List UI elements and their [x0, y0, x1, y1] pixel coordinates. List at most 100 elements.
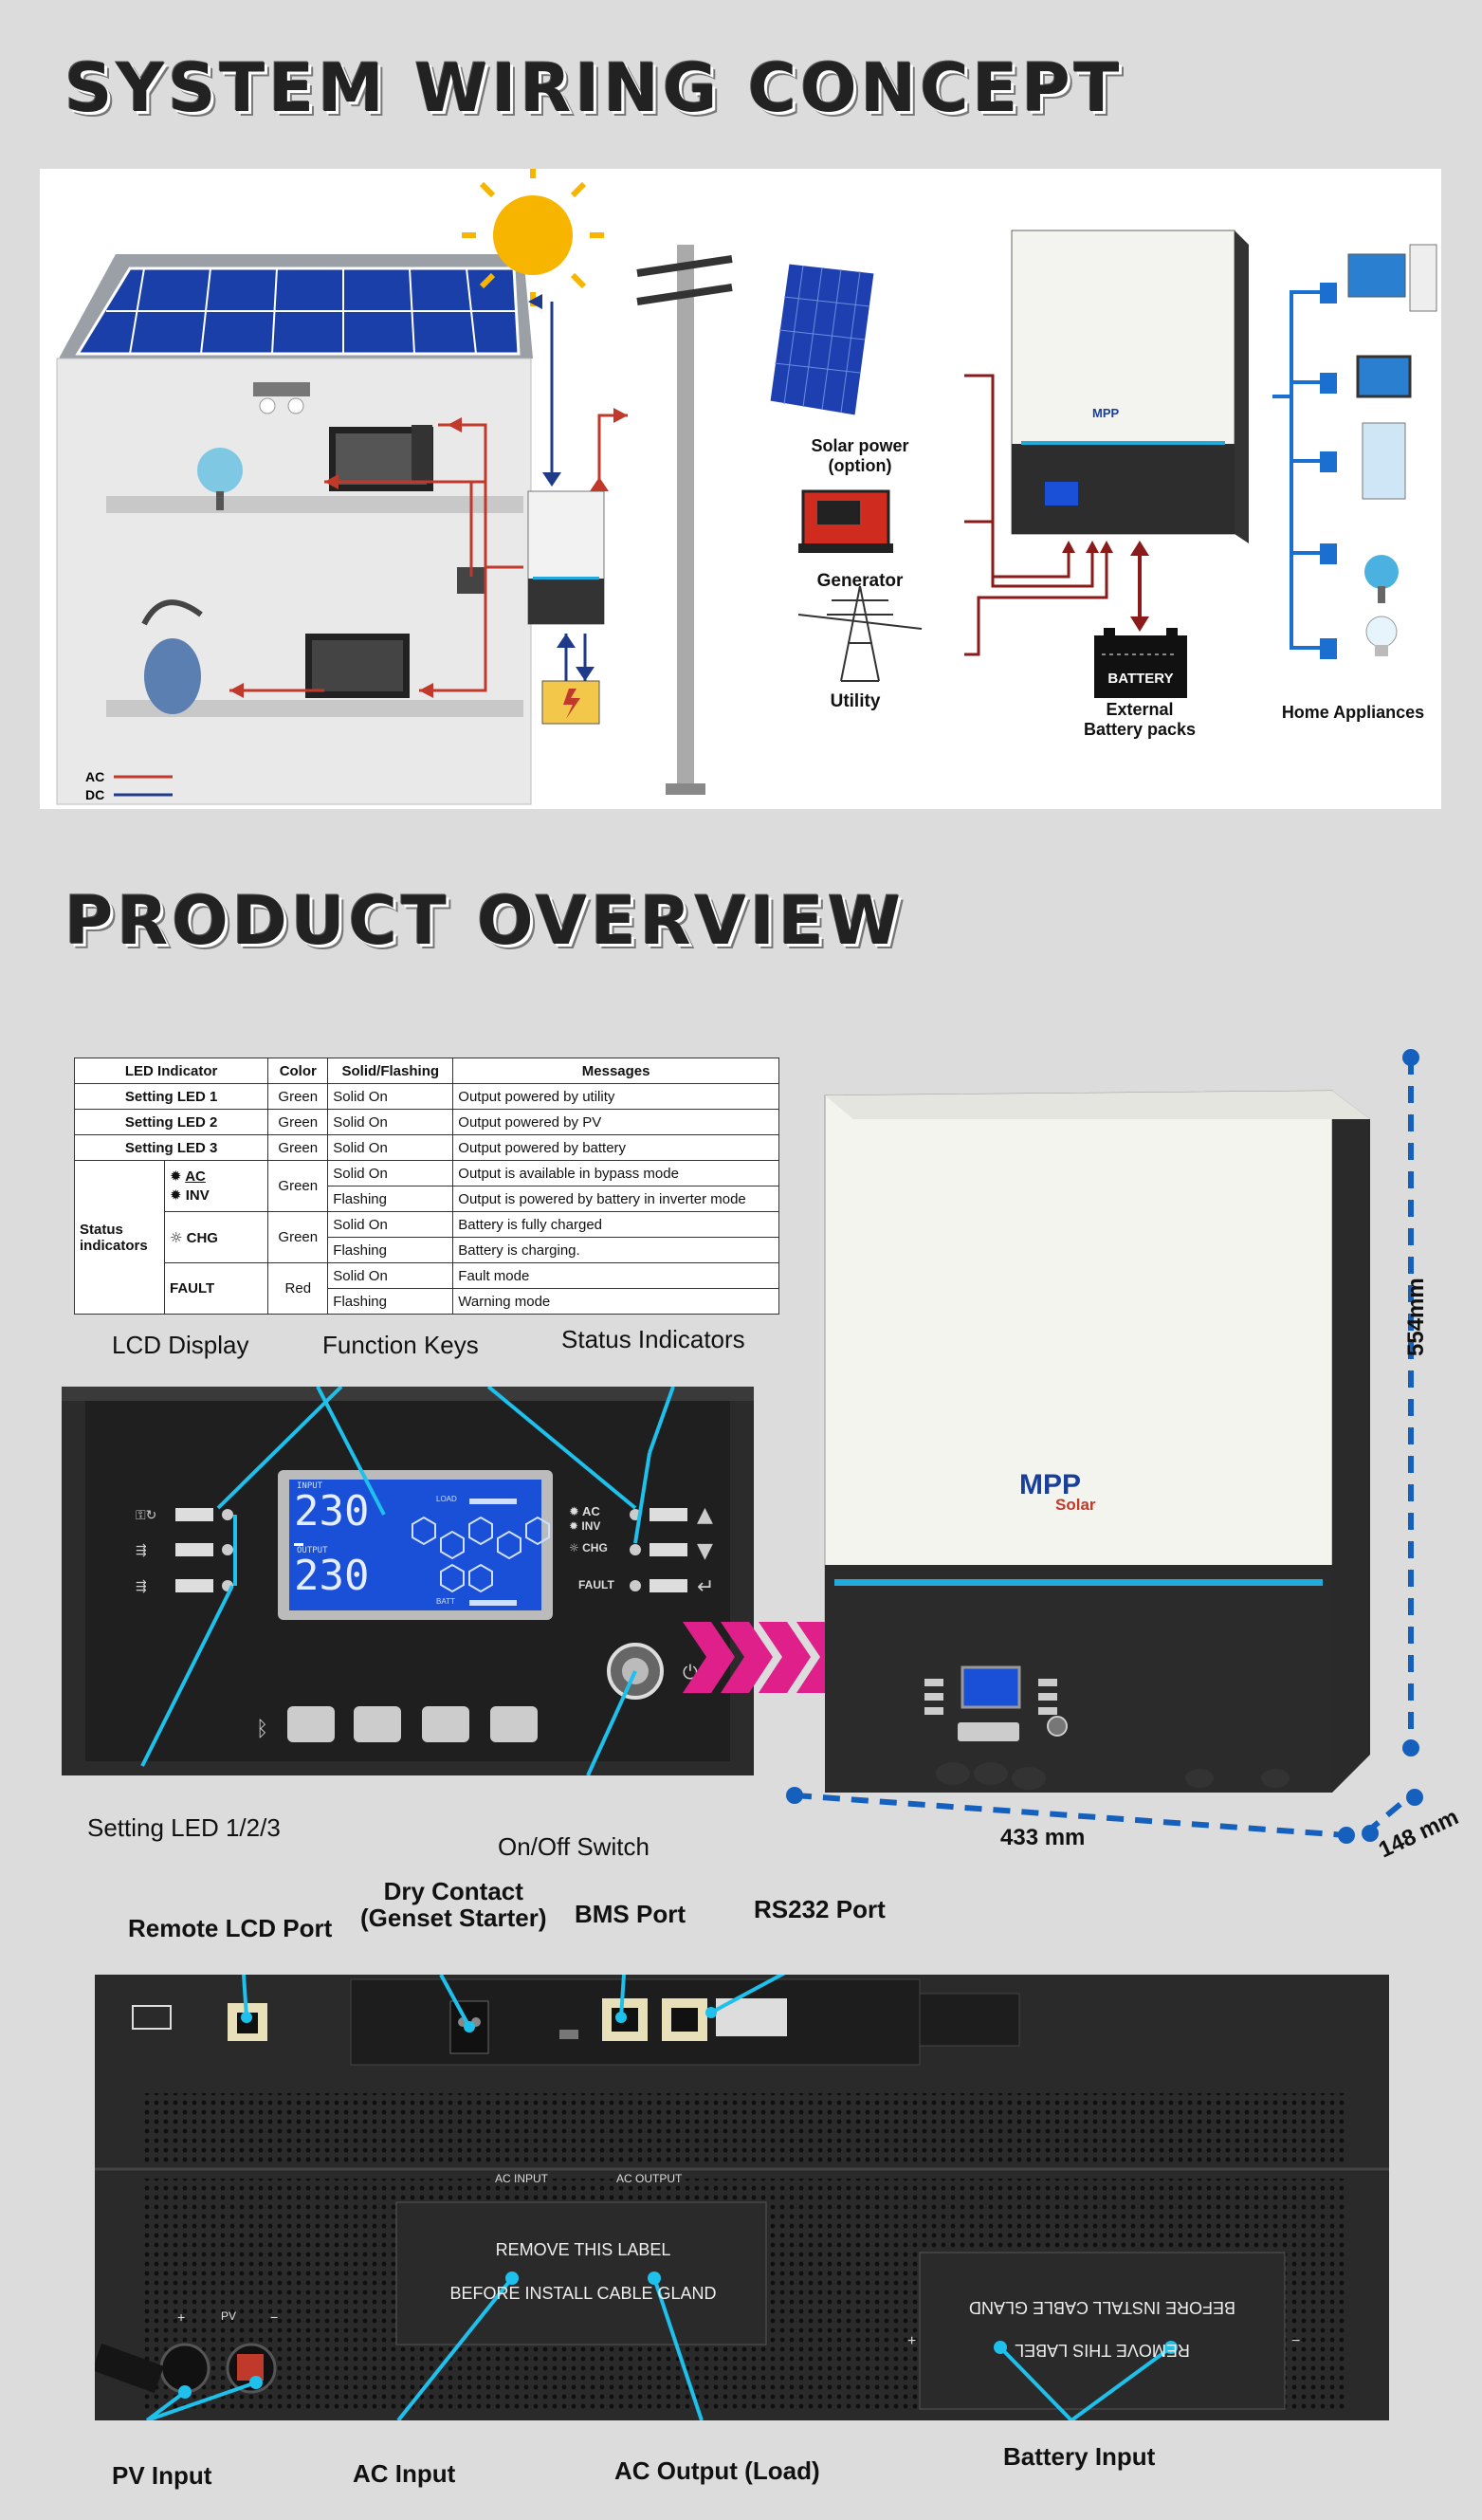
dimension-width: 433 mm — [1000, 1825, 1086, 1850]
ac-output-tag: AC OUTPUT — [616, 2172, 683, 2185]
function-key-2 — [354, 1706, 401, 1742]
computer-icon — [1347, 244, 1437, 312]
small-logo-mpp: MPP — [1092, 406, 1120, 420]
roof-solar-panel — [75, 267, 521, 356]
callout-ac-input: AC Input — [353, 2459, 456, 2488]
battery-wire — [1130, 541, 1149, 632]
battery-box-icon: BATTERY — [1094, 628, 1187, 698]
label-remove-line1: REMOVE THIS LABEL — [495, 2240, 671, 2259]
source-wires — [964, 374, 1108, 656]
lcd-display — [278, 1470, 553, 1620]
pv-connectors — [95, 2343, 277, 2394]
wiring-diagram-panel: AC DC — [40, 164, 1441, 809]
dimension-lines — [786, 1049, 1423, 1844]
lcd-output-label: OUTPUT — [297, 1546, 328, 1555]
chg-icon-cell: ☼ CHG — [163, 1211, 269, 1263]
table-row: ☼ CHG Green Solid On Battery is fully ch… — [75, 1211, 779, 1263]
lcd-load-label: LOAD — [436, 1495, 457, 1503]
sun-icon — [462, 164, 604, 306]
function-key-row: ᛒ — [256, 1706, 538, 1742]
fault-icon-cell: FAULT — [163, 1262, 269, 1315]
lcd-output-value: 230 — [294, 1552, 370, 1600]
front-callout-lines — [140, 1385, 675, 1776]
tv-lower-icon — [305, 634, 410, 698]
utility-power-icon: ⚿↻ — [136, 1508, 156, 1523]
wire-legend: AC DC — [85, 769, 173, 802]
ac-arrows — [229, 408, 628, 698]
battery-minus-mark: − — [1291, 2333, 1301, 2349]
ceiling-lamp-icon — [253, 382, 310, 414]
table-row: Setting LED 2 Green Solid On Output powe… — [73, 1109, 779, 1135]
wiring-diagram: AC DC — [56, 164, 1437, 805]
setting-key-1 — [175, 1508, 213, 1521]
sun-solid-icon: ✹ — [569, 1519, 579, 1533]
legend-dc-label: DC — [85, 787, 104, 802]
led-table-header-row: LED Indicator Color Solid/Flashing Messa… — [73, 1058, 779, 1084]
pv-plus-mark: + — [177, 2309, 186, 2325]
front-panel-closeup: ⚿↻ ⇶ ⇶ ▲ ▼ ↵ ⏻ ᛒ — [62, 1385, 754, 1776]
sun-outline-icon: ☼ — [170, 1228, 183, 1246]
led-table-header-messages: Messages — [452, 1058, 779, 1084]
legend-ac-label: AC — [85, 769, 104, 784]
lcd-batt-label: BATT — [436, 1597, 455, 1606]
label-inverted-line2: REMOVE THIS LABEL — [1015, 2341, 1190, 2360]
lcd-hex-icons — [412, 1516, 550, 1593]
label-home-appliances: Home Appliances — [1281, 703, 1425, 722]
status-indicators-group-label: Status indicators — [74, 1160, 165, 1315]
dimension-height: 554mm — [1403, 1278, 1429, 1356]
inverter-large-icon: MPP — [1011, 230, 1249, 543]
front-panel-graphic: ⚿↻ ⇶ ⇶ ▲ ▼ ↵ ⏻ ᛒ — [62, 1385, 754, 1776]
inverter-small-icon — [527, 490, 605, 625]
setting-keys — [175, 1508, 233, 1592]
status-keys — [630, 1508, 687, 1592]
callout-status-indicators: Status Indicators — [561, 1325, 745, 1353]
callout-remote-lcd-port: Remote LCD Port — [128, 1914, 333, 1942]
label-generator: Generator — [816, 571, 904, 591]
callout-function-keys: Function Keys — [322, 1331, 479, 1359]
sun-solid-icon: ✹ — [170, 1186, 182, 1204]
house-floor-1 — [106, 496, 523, 513]
house-illustration: AC DC — [56, 164, 733, 805]
solar-panel-icon — [769, 263, 875, 416]
battery-box-label: BATTERY — [1107, 671, 1173, 687]
label-solar-power: Solar power (option) — [811, 436, 909, 475]
overview-title: PRODUCT OVERVIEW — [64, 882, 905, 960]
callout-rs232-port: RS232 Port — [754, 1895, 886, 1923]
ac-input-tag: AC INPUT — [495, 2172, 549, 2185]
fan-icon — [197, 448, 243, 510]
led-table-header-color: Color — [267, 1058, 329, 1084]
sun-outline-icon: ☼ — [569, 1541, 579, 1554]
house-floor-2 — [106, 700, 523, 717]
function-key-1 — [287, 1706, 335, 1742]
status-label-ac: ✹ AC — [569, 1504, 600, 1519]
fridge-icon — [1362, 422, 1406, 500]
desktop-pc-icon — [412, 425, 432, 482]
down-key-icon: ▼ — [697, 1539, 713, 1563]
product-logo-mpp: MPP — [1019, 1469, 1081, 1500]
lcd-input-value: 230 — [294, 1487, 370, 1536]
led-table-header-indicator: LED Indicator — [73, 1058, 269, 1084]
status-label-fault: FAULT — [578, 1578, 614, 1591]
callout-lcd-display: LCD Display — [112, 1331, 249, 1359]
table-row: FAULT Red Solid On Fault mode — [75, 1262, 779, 1315]
function-key-3 — [422, 1706, 469, 1742]
label-inverted-line1: BEFORE INSTALL CABLE GLAND — [968, 2298, 1236, 2317]
table-row: Status indicators ✹ AC ✹ INV Green Solid… — [74, 1160, 779, 1315]
plug-icons — [1320, 283, 1337, 659]
sun-solid-icon: ✹ — [569, 1505, 579, 1519]
usb-port — [559, 2030, 578, 2039]
pv-minus-mark: − — [270, 2309, 279, 2325]
led-table-header-state: Solid/Flashing — [327, 1058, 454, 1084]
callout-bms-port: BMS Port — [575, 1900, 686, 1928]
label-remove-line2: BEFORE INSTALL CABLE GLAND — [449, 2284, 717, 2303]
utility-tower-icon — [797, 585, 923, 682]
status-label-inv: ✹ INV — [569, 1519, 601, 1533]
status-label-chg: ☼ CHG — [569, 1541, 608, 1554]
callout-dry-contact: Dry Contact (Genset Starter) — [360, 1877, 547, 1932]
bottom-callout-lines — [145, 1975, 1173, 2420]
lcd-input-label: INPUT — [297, 1481, 323, 1491]
table-row: Flashing Warning mode — [75, 1288, 779, 1315]
utility-pole-icon — [636, 245, 733, 795]
setting-key-3 — [175, 1579, 213, 1592]
battery-small-icon — [541, 680, 600, 725]
